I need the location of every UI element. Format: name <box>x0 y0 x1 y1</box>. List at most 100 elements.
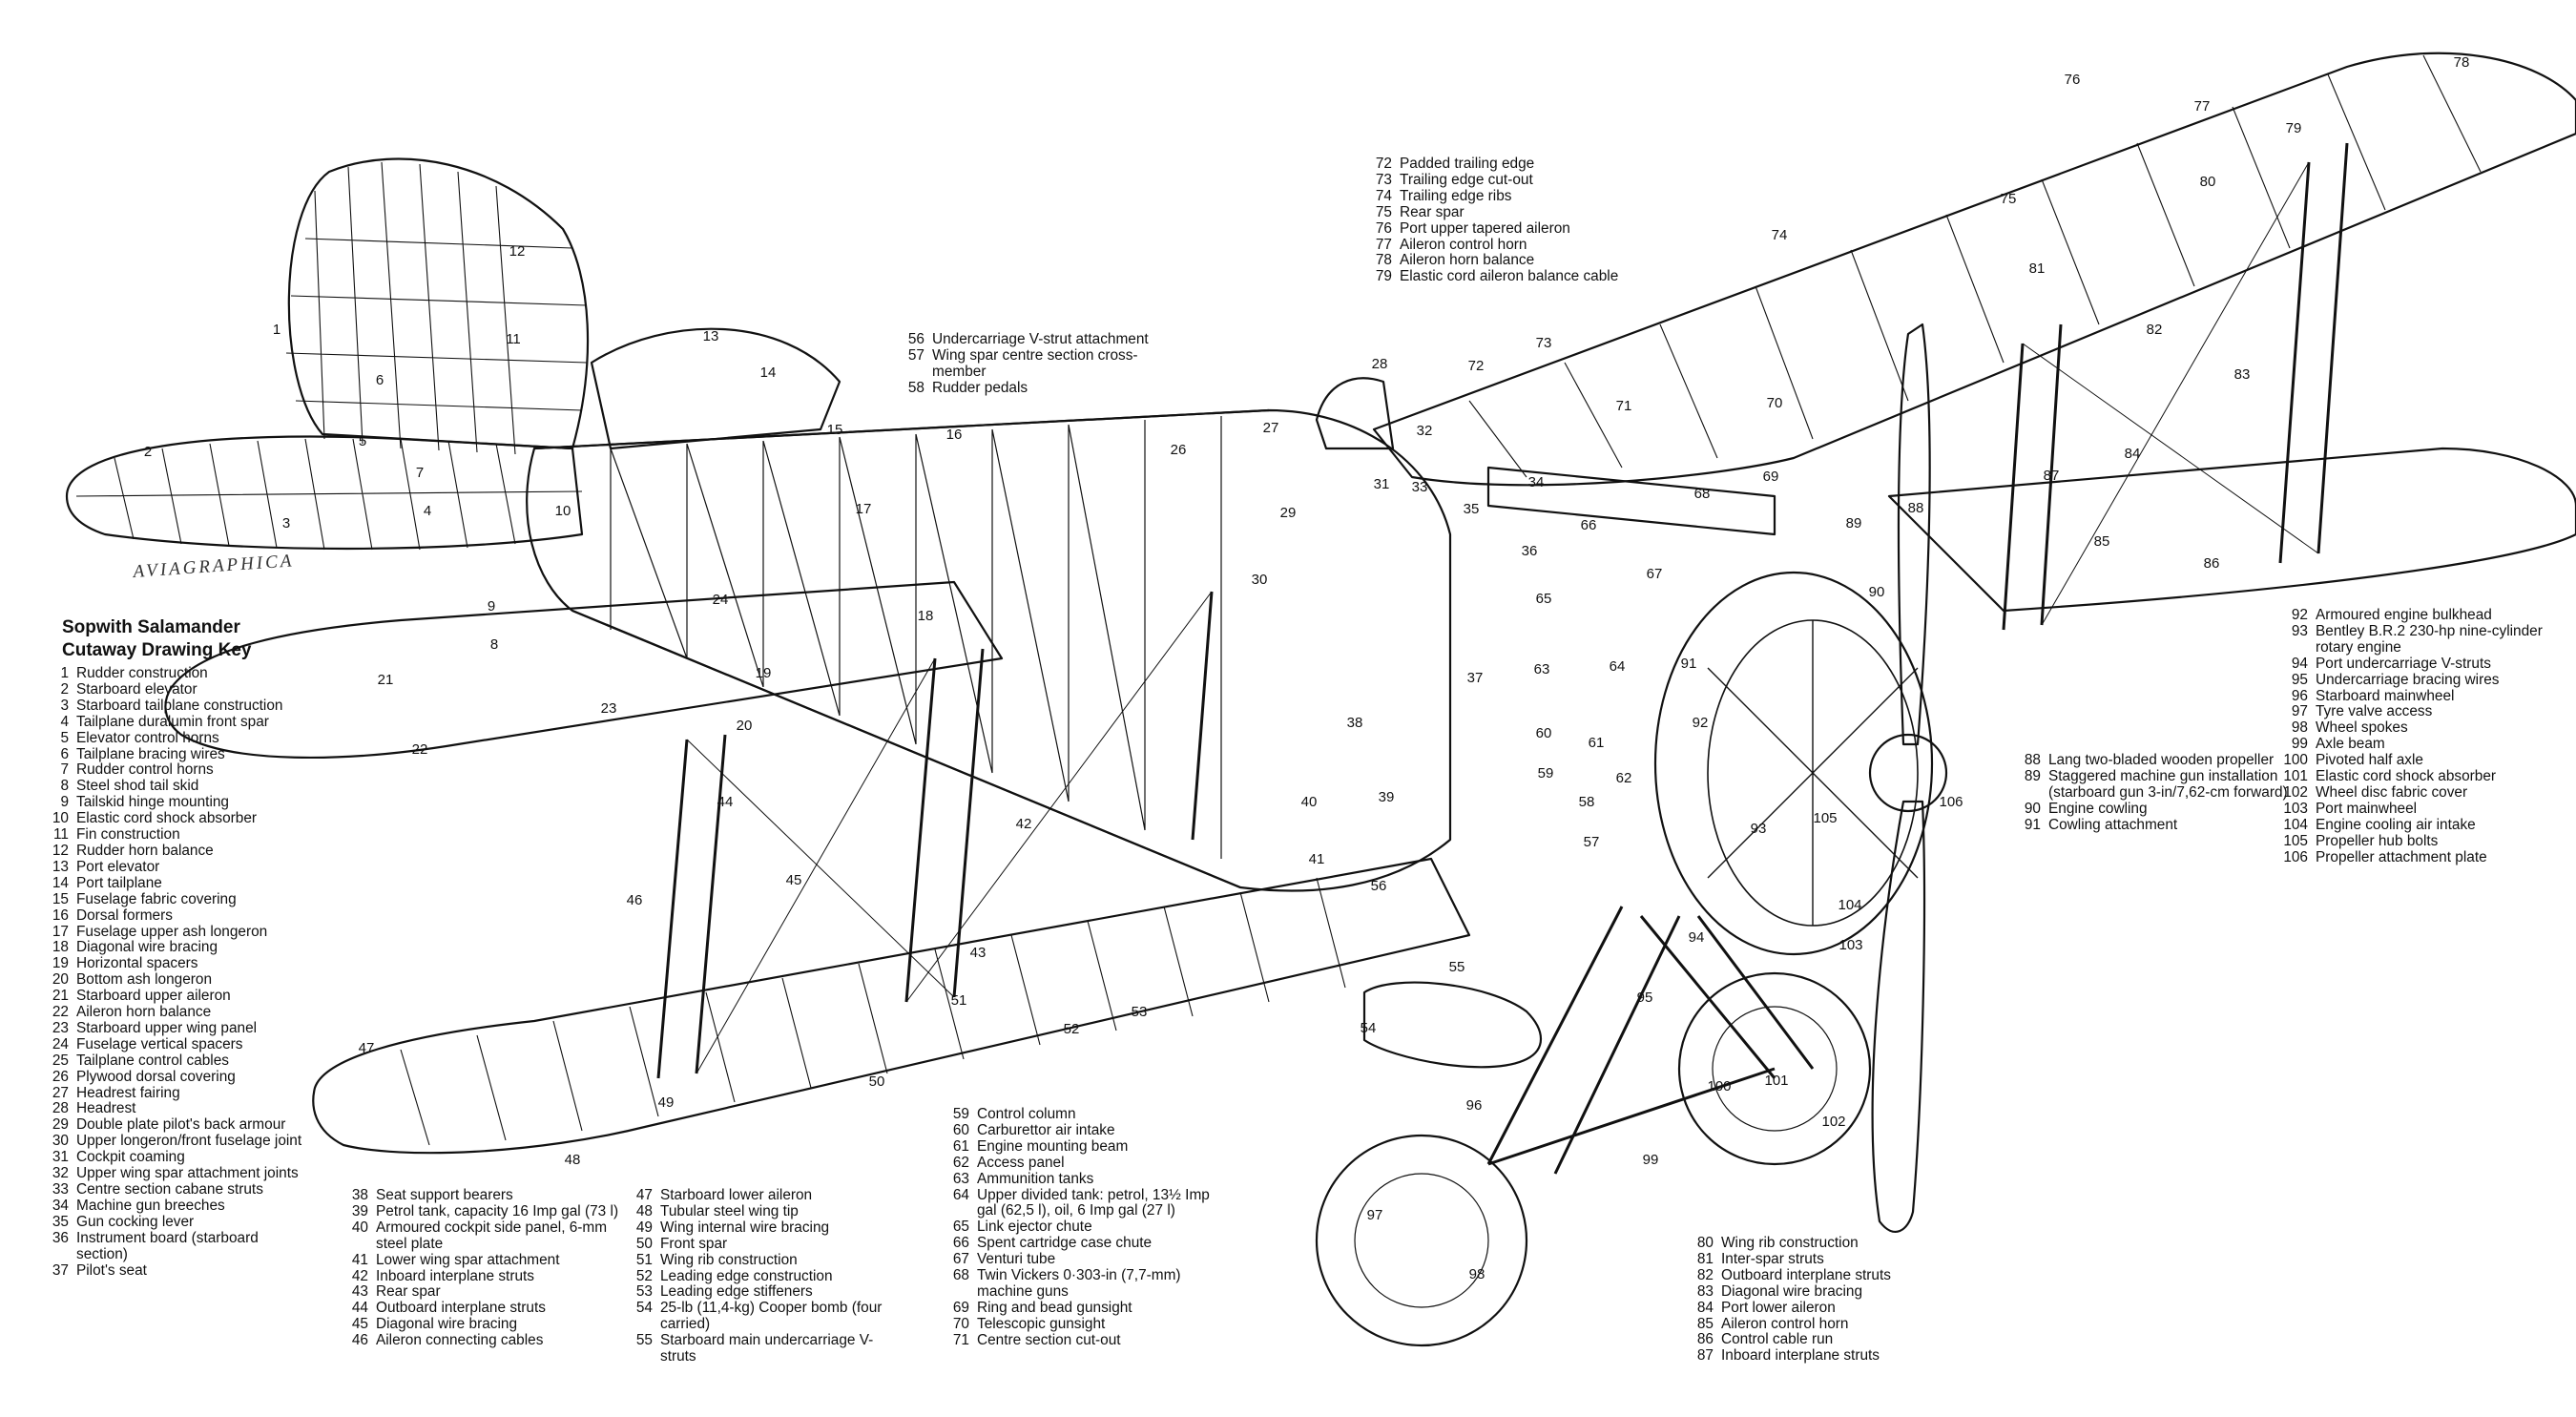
callout-number: 36 <box>1522 543 1538 559</box>
key-label: Rear spar <box>1400 203 1465 220</box>
key-label: Bottom ash longeron <box>76 971 213 989</box>
key-label: Aileron connecting cables <box>376 1332 544 1349</box>
key-number: 2 <box>60 680 69 698</box>
aviagraphica-signature: AVIAGRAPHICA <box>131 551 295 582</box>
key-number: 31 <box>52 1149 69 1166</box>
callout-number: 45 <box>786 872 802 888</box>
callout-number: 15 <box>827 422 843 438</box>
key-label: Ring and bead gunsight <box>977 1299 1132 1316</box>
key-number: 63 <box>952 1170 969 1187</box>
lower-wing-ribs <box>400 877 1346 1146</box>
callout-number: 105 <box>1813 810 1837 826</box>
key-number: 10 <box>52 810 69 827</box>
starboard-mainwheel <box>1315 1134 1528 1347</box>
callout-number: 104 <box>1838 897 1861 913</box>
key-number: 20 <box>52 971 69 989</box>
callout-number: 5 <box>359 433 366 449</box>
callout-number: 103 <box>1839 937 1862 953</box>
callout-number: 61 <box>1589 735 1605 751</box>
key-number: 106 <box>2283 848 2308 865</box>
key-label: Undercarriage V-strut attachment <box>932 331 1149 347</box>
key-label: Port lower aileron <box>1721 1299 1836 1316</box>
callout-number: 69 <box>1763 469 1779 485</box>
port-mainwheel <box>1677 971 1872 1166</box>
callout-number: 4 <box>424 503 431 519</box>
callout-number: 89 <box>1846 515 1862 531</box>
key-label: Port upper tapered aileron <box>1400 219 1570 237</box>
key-number: 99 <box>2291 736 2308 753</box>
callout-number: 74 <box>1772 227 1788 243</box>
callout-number: 6 <box>376 372 384 388</box>
callout-number: 27 <box>1263 420 1279 436</box>
key-number: 67 <box>952 1251 969 1268</box>
key-label: Spent cartridge case chute <box>977 1235 1153 1252</box>
key-item: 36 Instrument board (starboard section) <box>36 1229 303 1263</box>
key-label: Fuselage vertical spacers <box>76 1035 243 1052</box>
key-number: 86 <box>1696 1331 1714 1348</box>
callout-number: 80 <box>2200 174 2216 190</box>
callout-number: 46 <box>627 892 643 908</box>
callout-number: 71 <box>1616 398 1632 414</box>
key-number: 57 <box>907 346 924 364</box>
key-number: 82 <box>1696 1266 1714 1283</box>
key-number: 32 <box>52 1165 69 1182</box>
key-number: 66 <box>952 1235 969 1252</box>
key-label: Port undercarriage V-struts <box>2316 655 2491 672</box>
key-label: Tyre valve access <box>2316 703 2433 720</box>
key-label: Inter-spar struts <box>1721 1250 1824 1267</box>
key-number: 102 <box>2283 783 2308 801</box>
key-label: 25-lb (11,4-kg) Cooper bomb (four carrie… <box>660 1300 883 1333</box>
key-number: 23 <box>52 1019 69 1036</box>
key-number: 19 <box>52 955 69 972</box>
key-number: 47 <box>635 1187 653 1203</box>
callout-number: 9 <box>488 598 495 615</box>
key-label: Wheel disc fabric cover <box>2316 783 2468 801</box>
key-label: Pilot's seat <box>76 1261 147 1279</box>
key-label: Axle beam <box>2316 736 2385 753</box>
key-label: Link ejector chute <box>977 1219 1092 1236</box>
callout-number: 44 <box>717 794 734 810</box>
callout-number: 90 <box>1869 584 1885 600</box>
key-number: 5 <box>60 729 69 746</box>
callout-number: 86 <box>2204 555 2220 572</box>
callout-number: 17 <box>856 501 872 517</box>
callout-number: 47 <box>359 1040 375 1056</box>
callout-number: 34 <box>1528 474 1545 490</box>
key-number: 36 <box>52 1229 69 1246</box>
key-label: Instrument board (starboard section) <box>76 1229 259 1262</box>
key-number: 18 <box>52 939 69 956</box>
key-number: 96 <box>2291 687 2308 704</box>
callout-number: 95 <box>1637 990 1653 1006</box>
key-label: Telescopic gunsight <box>977 1315 1106 1332</box>
key-number: 105 <box>2283 832 2308 849</box>
callout-number: 82 <box>2147 322 2163 338</box>
key-label: Starboard upper wing panel <box>76 1019 258 1036</box>
key-number: 61 <box>952 1137 969 1155</box>
key-number: 81 <box>1696 1250 1714 1267</box>
